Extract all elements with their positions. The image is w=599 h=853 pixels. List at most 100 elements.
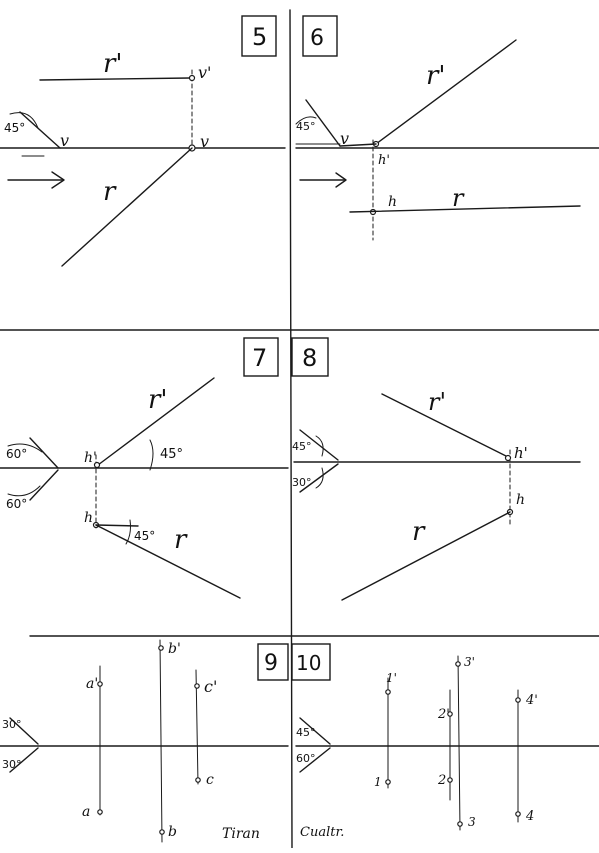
point-b-9: [159, 829, 165, 835]
line-r-prime-6: [375, 39, 517, 145]
point-2-10: [447, 777, 453, 783]
label-r-7: r: [174, 525, 188, 555]
point-c-9: [195, 777, 201, 783]
angle-label-upper-7: 60°: [6, 447, 27, 461]
label-v-5: v: [200, 132, 209, 151]
label-a-9: a: [82, 804, 90, 820]
angle-label-upper-9: 30°: [2, 718, 22, 731]
arrow-head-5: [51, 171, 65, 189]
projector-c-9: [195, 669, 199, 785]
angle-label-5: 45°: [4, 121, 25, 135]
label-v-prime-5: v': [198, 63, 211, 82]
angle-label-r-prime-7: 45°: [160, 447, 183, 462]
angle-arc-r-7: [125, 519, 131, 545]
label-1-10: 1: [374, 775, 382, 789]
panel-number-box-7: [243, 337, 279, 377]
line-r-5: [61, 147, 193, 267]
angle-label-lower-7: 60°: [6, 497, 27, 511]
label-2-10: 2: [437, 773, 446, 788]
panel-6: 6 r' h' h r 45° v: [295, 15, 599, 241]
point-1-10: [385, 779, 391, 785]
point-3-10: [457, 821, 463, 827]
panel-number-box-6: [302, 15, 338, 57]
label-h-6: h: [388, 194, 397, 210]
label-v-small-5: v: [60, 131, 69, 150]
panel-number-8: 8: [302, 344, 317, 372]
light-ray-upper-7: [29, 437, 59, 469]
label-3-prime-10: 3': [464, 655, 475, 669]
panel-9: 9 a' a b' b c' c 30° 30° Tiran: [0, 639, 289, 843]
label-c-9: c: [206, 772, 214, 788]
label-r-8: r: [412, 517, 426, 547]
panel-number-box-5: [241, 15, 277, 57]
panel-5: 5 r' v' v r 45° v: [0, 15, 286, 267]
label-h-8: h: [516, 492, 525, 508]
arrow-head-6: [335, 172, 347, 188]
line-r-6: [349, 205, 581, 213]
label-r-5: r: [103, 177, 117, 207]
light-ray-upper-8: [299, 429, 339, 461]
label-r-6: r: [452, 184, 465, 212]
point-3-prime-10: [455, 661, 461, 667]
panel-number-box-9: [257, 643, 289, 681]
point-1-prime-10: [385, 689, 391, 695]
panel-number-9: 9: [264, 651, 278, 676]
line-r-7: [95, 524, 241, 599]
panel-number-7: 7: [252, 344, 267, 372]
line-r-prime-7: [97, 377, 215, 466]
label-r-prime-8: r': [428, 388, 446, 416]
label-4-10: 4: [525, 809, 534, 824]
label-h-prime-7: h': [84, 450, 97, 466]
angle-arc-5: [9, 112, 39, 129]
light-ray-lower-7: [29, 469, 59, 501]
light-ray-lower-10: [299, 747, 331, 773]
line-r-prime-8: [381, 393, 507, 457]
angle-label-lower-8: 30°: [292, 476, 312, 489]
angle-arc-r-prime-7: [149, 439, 154, 471]
point-v-prime-5: [188, 74, 196, 82]
label-h-prime-8: h': [514, 444, 528, 462]
panel-number-5: 5: [252, 23, 267, 51]
label-a-prime-9: a': [86, 676, 98, 692]
line-r-prime-5: [39, 77, 191, 81]
label-r-prime-5: r': [103, 49, 123, 79]
footer-left-text: Tiran: [222, 826, 260, 842]
angle-label-upper-8: 45°: [292, 440, 312, 453]
light-ray-upper-9: [9, 717, 39, 745]
panel-8: 8 r' h' h r 45° 30°: [291, 337, 581, 601]
label-4-prime-10: 4': [525, 693, 538, 708]
point-c-prime-9: [194, 683, 200, 689]
point-h-prime-7: [93, 461, 101, 469]
label-3-10: 3: [468, 815, 476, 829]
panel-10: 10 1' 1 2' 2 3' 3 4' 4 45° 60° Cualtr.: [291, 643, 599, 840]
point-b-prime-9: [158, 645, 164, 651]
center-vertical-line: [289, 9, 293, 849]
angle-arc-lower-8: [315, 467, 324, 489]
point-h-prime-8: [504, 454, 512, 462]
angle-label-6: 45°: [296, 120, 316, 133]
light-ray-lower-9: [9, 747, 39, 773]
panel-number-10: 10: [296, 651, 321, 675]
point-a-9: [97, 809, 103, 815]
angle-arc-upper-7: [7, 443, 43, 453]
angle-label-upper-10: 45°: [296, 726, 316, 739]
projector-b-9: [159, 639, 163, 843]
point-a-prime-9: [97, 681, 103, 687]
label-1-prime-10: 1': [386, 671, 397, 685]
line-r-8: [341, 511, 511, 601]
label-b-prime-9: b': [168, 641, 181, 657]
panel-number-6: 6: [310, 26, 324, 51]
angle-label-r-7: 45°: [134, 529, 155, 543]
connector-6: [339, 143, 377, 147]
label-r-prime-6: r': [426, 61, 446, 91]
label-b-9: b: [168, 824, 177, 840]
light-ray-6: [305, 99, 341, 147]
light-ray-lower-8: [299, 463, 339, 493]
label-v-6: v: [340, 129, 349, 148]
angle-arc-lower-7: [7, 485, 41, 497]
light-ray-upper-10: [299, 717, 331, 745]
angle-arc-upper-8: [315, 435, 324, 457]
ref-line-r-7: [95, 524, 139, 527]
